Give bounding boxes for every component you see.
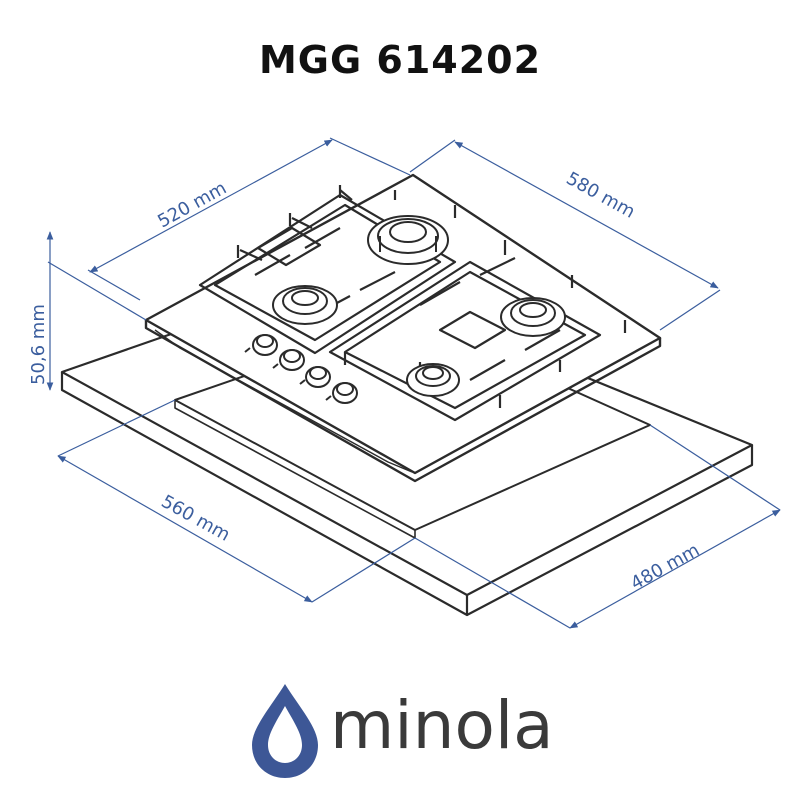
control-knobs — [244, 334, 358, 404]
burner-medium-left — [272, 285, 338, 325]
model-title: MGG 614202 — [258, 38, 542, 82]
dimension-lines — [46, 137, 781, 629]
burners — [272, 215, 566, 397]
knob-4 — [332, 382, 358, 404]
burner-medium-right — [500, 297, 566, 337]
brand-name: minola — [330, 687, 554, 764]
burner-large-back — [367, 215, 449, 265]
knob-3 — [305, 366, 331, 388]
burner-small-front — [406, 363, 460, 397]
dim-label-height: 50,6 mm — [28, 304, 49, 385]
knob-2 — [279, 349, 305, 371]
water-drop-icon — [252, 684, 318, 778]
knob-1 — [252, 334, 278, 356]
